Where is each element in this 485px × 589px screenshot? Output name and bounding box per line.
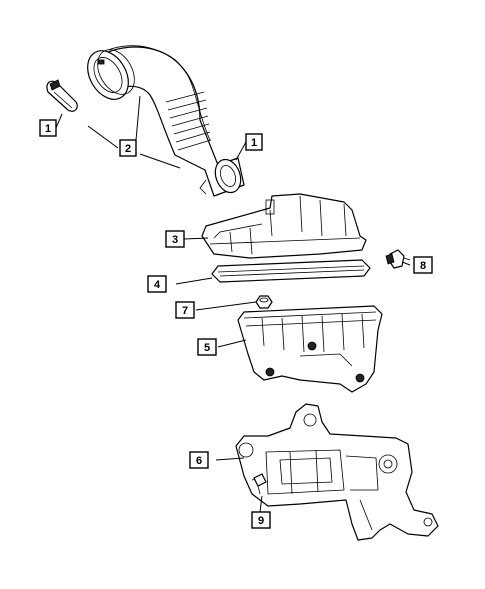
callout-2: 2: [119, 139, 137, 157]
callout-6: 6: [189, 451, 209, 469]
callout-label: 1: [251, 137, 257, 149]
callout-7: 7: [175, 301, 195, 319]
air-cleaner-housing: [237, 305, 383, 393]
callout-8: 8: [413, 256, 433, 274]
temperature-sensor: [385, 249, 411, 269]
callout-label: 8: [420, 260, 426, 272]
callout-label: 7: [182, 305, 188, 317]
callout-1-clamp: 1: [39, 119, 57, 137]
callout-9: 9: [251, 511, 271, 529]
callout-label: 5: [204, 342, 210, 354]
callout-3: 3: [165, 230, 185, 248]
callout-label: 6: [196, 455, 202, 467]
grommet: [255, 295, 273, 309]
callout-4: 4: [147, 275, 167, 293]
callout-label: 3: [172, 234, 178, 246]
callout-1-hose-end: 1: [245, 133, 263, 151]
air-cleaner-cover: [201, 193, 367, 259]
callout-5: 5: [197, 338, 217, 356]
callout-label: 2: [125, 143, 131, 155]
air-intake-hose: [87, 45, 245, 197]
callout-label: 4: [154, 279, 161, 291]
callout-label: 1: [45, 123, 51, 135]
mounting-bracket: [235, 403, 439, 541]
bracket-fastener: [253, 473, 267, 495]
air-filter-element: [211, 259, 371, 283]
callout-label: 9: [258, 515, 264, 527]
leader-lines: [55, 95, 411, 513]
hose-clamp: [46, 79, 78, 112]
